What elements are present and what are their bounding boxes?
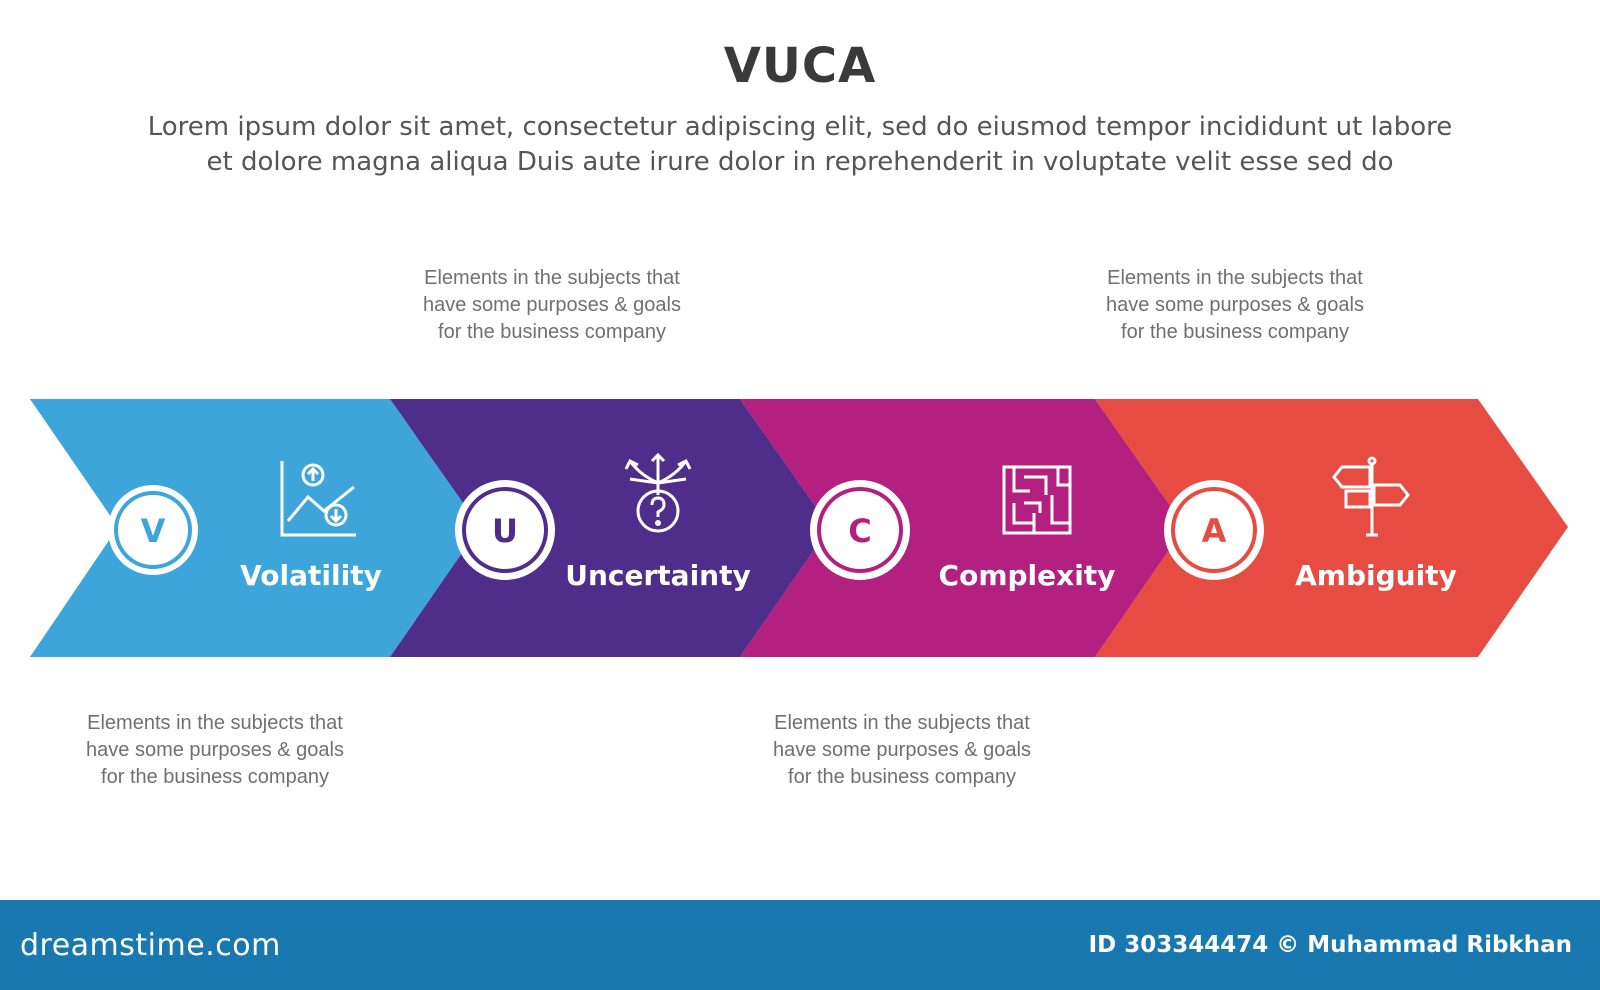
note-uncertainty: Elements in the subjects that have some …: [423, 267, 681, 343]
stage-complexity: C Complexity: [740, 399, 1185, 657]
footer-logo: dreamstime.com: [20, 928, 281, 963]
badge-circle-ambiguity: [1164, 480, 1264, 580]
badge-letter-uncertainty: U: [492, 512, 518, 550]
chart-arrows-icon: [280, 461, 356, 537]
stage-label-complexity: Complexity: [939, 559, 1116, 592]
vuca-arrow-diagram: V Volatility U Uncertainty: [30, 399, 1568, 657]
subtitle-line-1: Lorem ipsum dolor sit amet, consectetur …: [147, 112, 1453, 142]
segment-complexity: [740, 399, 1185, 657]
stage-volatility: V Volatility: [30, 399, 480, 657]
segment-volatility: [30, 399, 480, 657]
badge-letter-volatility: V: [141, 512, 166, 550]
footer-credit: ID 303344474 © Muhammad Ribkhan: [1088, 932, 1572, 958]
stage-label-uncertainty: Uncertainty: [565, 559, 751, 592]
note-complexity: Elements in the subjects that have some …: [773, 712, 1031, 788]
note-ambiguity: Elements in the subjects that have some …: [1106, 267, 1364, 343]
badge-ring-complexity: [817, 487, 903, 573]
badge-circle-complexity: [810, 480, 910, 580]
badge-letter-ambiguity: A: [1202, 512, 1227, 550]
badge-circle-volatility: [108, 485, 198, 575]
page-title: VUCA: [723, 38, 877, 94]
subtitle-line-2: et dolore magna aliqua Duis aute irure d…: [206, 147, 1394, 177]
footer-bar: dreamstime.com ID 303344474 © Muhammad R…: [0, 900, 1600, 990]
stage-ambiguity: A Ambiguity: [1095, 399, 1568, 657]
badge-ring-ambiguity: [1171, 487, 1257, 573]
badge-ring-uncertainty: [462, 487, 548, 573]
stage-label-ambiguity: Ambiguity: [1295, 559, 1457, 592]
stage-uncertainty: U Uncertainty: [390, 399, 830, 657]
segment-uncertainty: [390, 399, 830, 657]
signpost-icon: [1332, 456, 1410, 537]
segment-ambiguity: [1095, 399, 1568, 657]
badge-letter-complexity: C: [848, 512, 871, 550]
question-branch-icon: [624, 452, 692, 533]
badge-circle-uncertainty: [455, 480, 555, 580]
stage-label-volatility: Volatility: [240, 559, 382, 592]
page-subtitle: Lorem ipsum dolor sit amet, consectetur …: [60, 110, 1540, 180]
badge-ring-volatility: [114, 491, 192, 569]
maze-icon: [1002, 465, 1072, 535]
note-volatility: Elements in the subjects that have some …: [86, 712, 344, 788]
